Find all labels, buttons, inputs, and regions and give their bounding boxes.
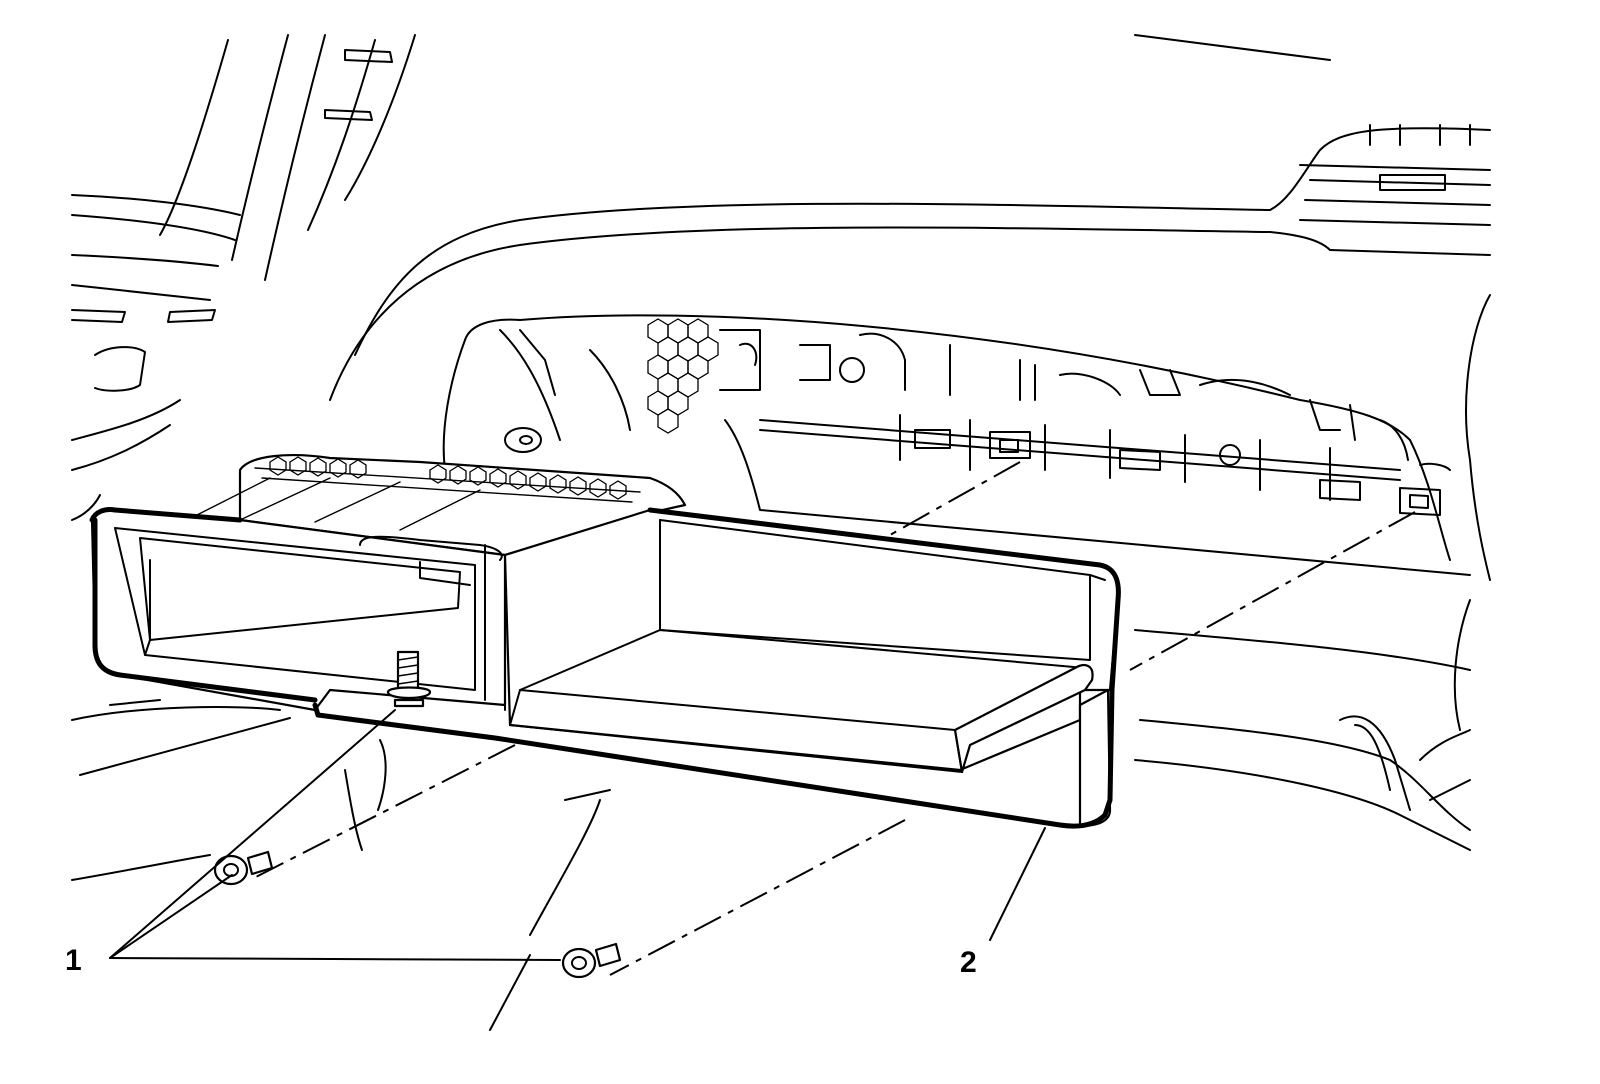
fastener-top	[386, 650, 432, 708]
fastener-right	[561, 942, 622, 979]
dash-cavity-opening	[442, 314, 1471, 851]
dashboard-top	[329, 34, 1491, 581]
left-trim-panel	[71, 34, 416, 521]
callout-2: 2	[960, 827, 1046, 979]
honeycomb-grille	[647, 318, 719, 434]
callout-2-label: 2	[960, 946, 977, 979]
storage-compartment	[89, 454, 1121, 829]
callout-1: 1	[65, 709, 561, 977]
compartment-top-texture	[269, 456, 627, 500]
fastener-left	[213, 850, 274, 886]
callout-1-label: 1	[65, 944, 82, 977]
lower-floor-lines	[71, 699, 611, 1031]
